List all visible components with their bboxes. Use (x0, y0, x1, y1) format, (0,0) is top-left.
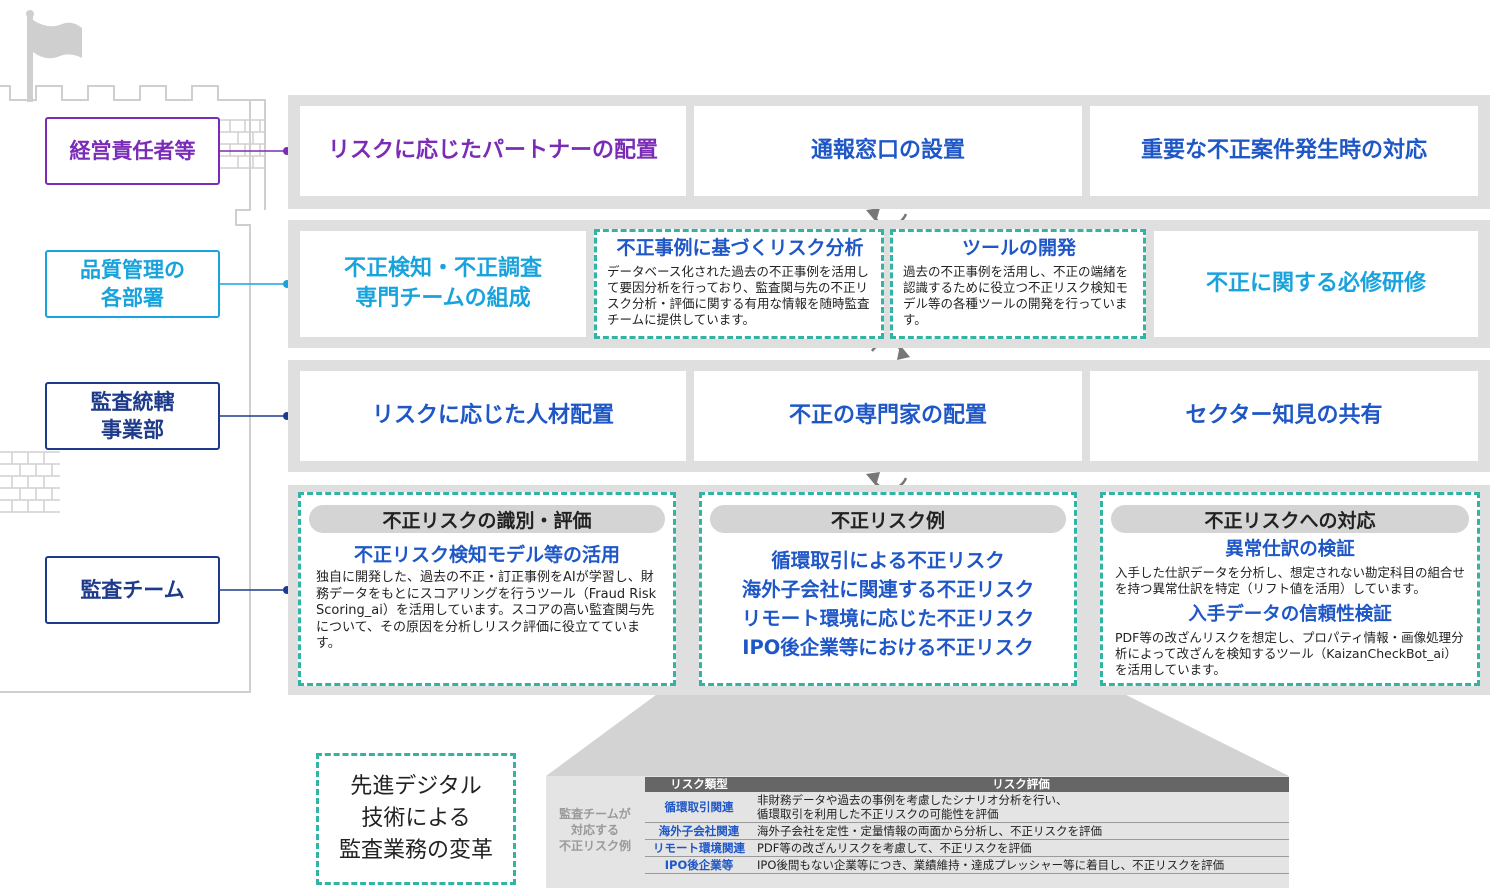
role-quality-label-2: 各部署 (101, 286, 164, 310)
row-category: リモート環境関連 (645, 839, 753, 857)
row-category: 循環取引関連 (645, 792, 753, 823)
header-risk-type: リスク類型 (645, 777, 753, 792)
role-quality: 品質管理の 各部署 (45, 250, 220, 318)
callout-triangle (546, 686, 1289, 776)
digital-line: 先進デジタル (350, 774, 482, 799)
cell-fraud-team-line-2: 専門チームの組成 (355, 286, 531, 311)
box-risk-analysis: 不正事例に基づくリスク分析 データベース化された過去の不正事例を活用して要因分析… (594, 229, 884, 339)
risk-example-item: 海外子会社に関連する不正リスク (741, 578, 1035, 601)
role-audit-division-label-2: 事業部 (101, 418, 164, 442)
table-row: IPO後企業等 IPO後間もない企業等につき、業績維持・達成プレッシャー等に着目… (645, 856, 1289, 874)
role-audit-division-label-1: 監査統轄 (90, 390, 175, 414)
table-row: リモート環境関連 PDF等の改ざんリスクを考慮して、不正リスクを評価 (645, 839, 1289, 857)
risk-table: リスク類型 リスク評価 循環取引関連 非財務データや過去の事例を考慮したシナリオ… (645, 777, 1289, 874)
digital-line: 監査業務の変革 (338, 838, 493, 863)
cell-partner-assignment: リスクに応じたパートナーの配置 (300, 106, 686, 196)
row-description: IPO後間もない企業等につき、業績維持・達成プレッシャー等に着目し、不正リスクを… (753, 856, 1289, 874)
row-description: 非財務データや過去の事例を考慮したシナリオ分析を行い、 循環取引を利用した不正リ… (753, 792, 1289, 823)
pill-risk-response: 不正リスクへの対応 (1111, 505, 1469, 533)
risk-table-grid: リスク類型 リスク評価 循環取引関連 非財務データや過去の事例を考慮したシナリオ… (645, 777, 1289, 874)
cell-risk-staffing-text: リスクに応じた人材配置 (371, 403, 614, 428)
box-digital-transformation: 先進デジタル 技術による 監査業務の変革 (316, 753, 516, 885)
row-description: 海外子会社を定性・定量情報の両面から分析し、不正リスクを評価 (753, 822, 1289, 840)
cell-mandatory-training-text: 不正に関する必修研修 (1205, 271, 1426, 296)
risk-example-item: IPO後企業等における不正リスク (742, 636, 1034, 659)
row-description-line: 非財務データや過去の事例を考慮したシナリオ分析を行い、 (757, 793, 1068, 807)
role-audit-team-label: 監査チーム (80, 578, 185, 602)
table-lead-line: 不正リスク例 (558, 839, 631, 853)
table-lead-line: 監査チームが (559, 807, 631, 821)
tool-development-body: 過去の不正事例を活用し、不正の端緒を認識するために役立つ不正リスク検知モデル等の… (903, 264, 1129, 327)
role-quality-label-1: 品質管理の (80, 258, 185, 282)
abnormal-journal-body: 入手した仕訳データを分析し、想定されない勘定科目の組合せを持つ異常仕訳を特定（リ… (1115, 565, 1466, 596)
cell-fraud-specialist: 不正の専門家の配置 (694, 371, 1082, 461)
data-reliability-title: 入手データの信頼性検証 (1188, 604, 1392, 625)
cell-fraud-team: 不正検知・不正調査 専門チームの組成 (300, 231, 586, 337)
digital-line: 技術による (361, 806, 471, 831)
pill-risk-examples: 不正リスク例 (710, 505, 1066, 533)
brick-pattern (0, 119, 265, 513)
risk-detection-model-title: 不正リスク検知モデル等の活用 (353, 544, 620, 566)
risk-analysis-title: 不正事例に基づくリスク分析 (616, 237, 864, 259)
cell-fraud-specialist-text: 不正の専門家の配置 (788, 403, 987, 428)
cell-whistleblowing: 通報窓口の設置 (694, 106, 1082, 196)
table-lead-line: 対応する (570, 823, 619, 837)
cell-major-case-response-text: 重要な不正案件発生時の対応 (1140, 138, 1427, 163)
role-audit-team: 監査チーム (45, 556, 220, 624)
cell-sector-knowledge: セクター知見の共有 (1090, 371, 1478, 461)
row-description-line: 循環取引を利用した不正リスクの可能性を評価 (757, 807, 999, 821)
castle-illustration (0, 85, 266, 693)
risk-example-item: リモート環境に応じた不正リスク (741, 607, 1035, 630)
pill-risk-identification: 不正リスクの識別・評価 (309, 505, 665, 533)
role-management-label: 経営責任者等 (69, 139, 196, 163)
risk-example-item: 循環取引による不正リスク (771, 549, 1005, 572)
data-reliability-body: PDF等の改ざんリスクを想定し、プロパティ情報・画像処理分析によって改ざんを検知… (1115, 630, 1464, 677)
cell-partner-assignment-text: リスクに応じたパートナーの配置 (327, 138, 658, 163)
row-category: IPO後企業等 (645, 856, 753, 874)
cell-fraud-team-line-1: 不正検知・不正調査 (343, 256, 542, 281)
row-category: 海外子会社関連 (645, 822, 753, 840)
cell-sector-knowledge-text: セクター知見の共有 (1185, 403, 1383, 428)
risk-detection-model-body: 独自に開発した、過去の不正・訂正事例をAIが学習し、財務データをもとにスコアリン… (316, 570, 657, 651)
risk-analysis-body: データベース化された過去の不正事例を活用して要因分析を行っており、監査関与先の不… (607, 264, 870, 327)
abnormal-journal-title: 異常仕訳の検証 (1225, 539, 1355, 560)
cell-mandatory-training: 不正に関する必修研修 (1154, 231, 1478, 337)
role-audit-division: 監査統轄 事業部 (45, 382, 220, 450)
row-description: PDF等の改ざんリスクを考慮して、不正リスクを評価 (753, 839, 1289, 857)
cell-whistleblowing-text: 通報窓口の設置 (810, 138, 965, 163)
flag-icon (26, 10, 82, 102)
role-management: 経営責任者等 (45, 117, 220, 185)
tool-development-title: ツールの開発 (961, 237, 1076, 259)
box-tool-development: ツールの開発 過去の不正事例を活用し、不正の端緒を認識するために役立つ不正リスク… (890, 229, 1146, 339)
table-row: 海外子会社関連 海外子会社を定性・定量情報の両面から分析し、不正リスクを評価 (645, 822, 1289, 840)
cell-major-case-response: 重要な不正案件発生時の対応 (1090, 106, 1478, 196)
cell-risk-staffing: リスクに応じた人材配置 (300, 371, 686, 461)
table-header-row: リスク類型 リスク評価 (645, 777, 1289, 792)
risk-examples-list: 循環取引による不正リスク 海外子会社に関連する不正リスク リモート環境に応じた不… (705, 546, 1071, 662)
table-lead-note: 監査チームが 対応する 不正リスク例 (548, 806, 642, 854)
table-row: 循環取引関連 非財務データや過去の事例を考慮したシナリオ分析を行い、 循環取引を… (645, 792, 1289, 823)
role-connectors (219, 147, 291, 594)
header-risk-evaluation: リスク評価 (753, 777, 1289, 792)
